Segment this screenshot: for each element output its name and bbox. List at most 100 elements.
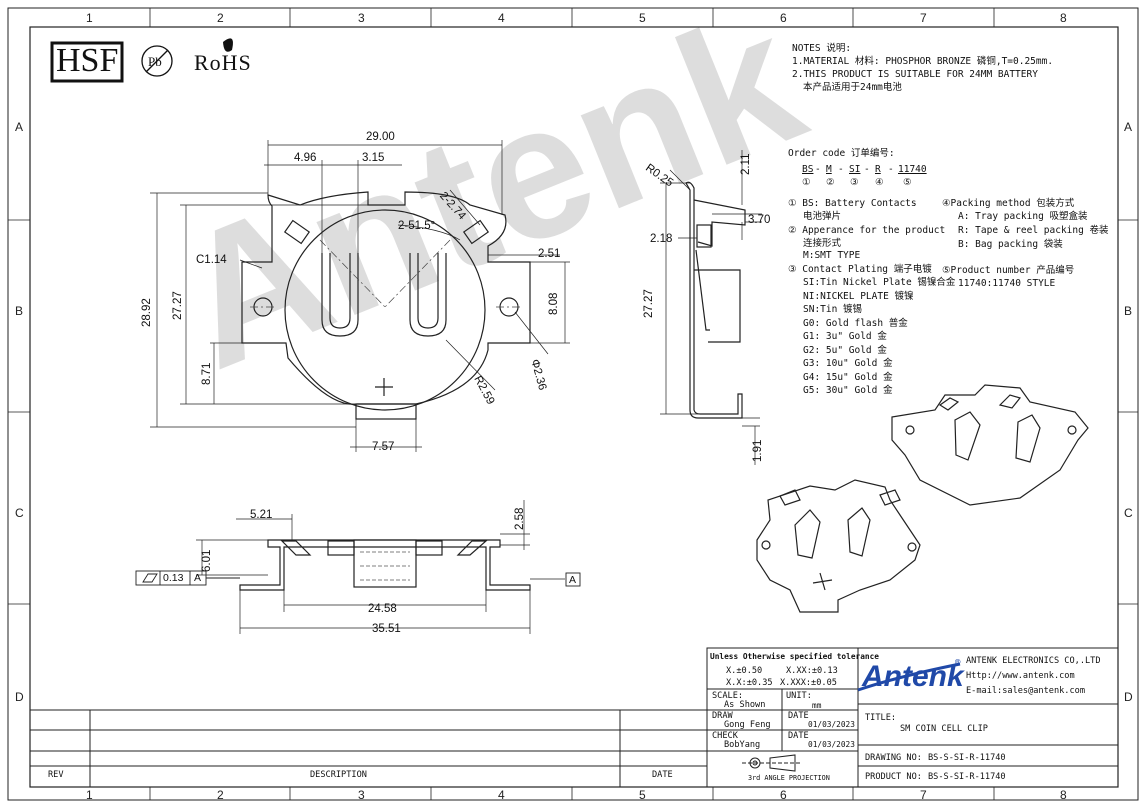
code-desc-left-5: ③ Contact Plating 端子电镀 [788,264,932,275]
grid-col-4: 4 [498,11,505,25]
projection-label: 3rd ANGLE PROJECTION [748,774,830,782]
grid-row-c-right: C [1124,506,1133,520]
pb-free-icon: Pb [148,54,162,69]
hsf-logo: HSF [56,42,119,79]
code-desc-left-1: 电池弹片 [803,211,842,222]
order-marker-1: ① [802,177,811,188]
dim-2-58: 2.58 [514,507,526,530]
unit-label: UNIT: [786,691,812,701]
notes-header: NOTES 说明: [792,43,852,54]
grid-col-7-bottom: 7 [920,788,927,802]
grid-row-d-right: D [1124,690,1133,704]
dim-top-width: 29.00 [366,131,395,143]
code-desc-left-0: ① BS: Battery Contacts [788,198,917,209]
check-label: CHECK [712,731,738,741]
grid-col-5: 5 [639,11,646,25]
dim-2-51: 2.51 [538,248,561,260]
dim-24-58: 24.58 [368,603,397,615]
grid-col-3: 3 [358,11,365,25]
flatness-datum: A [194,572,202,584]
dim-35-51: 35.51 [372,623,401,635]
grid-row-c: C [15,506,24,520]
dim-3-70: 3.70 [748,214,771,226]
code-desc-right-1: A: Tray packing 吸塑盒装 [958,211,1088,222]
grid-col-4-bottom: 4 [498,788,505,802]
draw-date: 01/03/2023 [808,720,855,729]
code-desc-left-12: G3: 10u" Gold 金 [803,358,893,369]
order-marker-2: ② [826,177,835,188]
draw-label: DRAW [712,711,733,721]
code-desc-left-2: ② Apperance for the product [788,225,946,236]
dim-4-96: 4.96 [294,152,317,164]
order-part-si: SI [849,164,861,175]
registered-icon: ® [955,658,961,668]
rohs-logo: RoHS [194,50,252,75]
code-desc-right-0: ④Packing method 包装方式 [942,198,1075,209]
code-desc-left-10: G1: 3u" Gold 金 [803,331,887,342]
dim-side-27-27: 27.27 [643,289,655,318]
code-desc-left-9: G0: Gold flash 普金 [803,318,908,329]
title-label: TITLE: [865,713,897,723]
grid-col-1-bottom: 1 [86,788,93,802]
tolerance-xxx2: X.XX:±0.13 [786,666,838,676]
tolerance-title: Unless Otherwise specified tolerance [710,652,879,661]
company-web: Http://www.antenk.com [966,671,1075,681]
draw-date-label: DATE [788,711,809,721]
code-desc-right-2: R: Tape & reel packing 卷装 [958,225,1109,236]
description-header: DESCRIPTION [310,770,367,780]
code-desc-right-3: B: Bag packing 袋装 [958,239,1063,250]
order-part-m: M [826,164,832,175]
notes-line-1: 1.MATERIAL 材料: PHOSPHOR BRONZE 磷铜,T=0.25… [792,56,1054,67]
dim-c1-14: C1.14 [196,254,227,266]
grid-col-6: 6 [780,11,787,25]
code-desc-left-7: NI:NICKEL PLATE 镀镍 [803,291,914,302]
company-name: ANTENK ELECTRONICS CO,.LTD [966,656,1101,666]
product-no-label: PRODUCT NO: [865,772,922,782]
dim-8-71: 8.71 [201,362,213,385]
notes-line-3: 本产品适用于24mm电池 [803,82,902,93]
code-desc-left-14: G5: 30u" Gold 金 [803,385,893,396]
dim-height-27-27: 27.27 [172,291,184,320]
grid-row-a: A [15,120,24,134]
drawing-no: BS-S-SI-R-11740 [928,753,1006,763]
check-date: 01/03/2023 [808,740,855,749]
code-desc-left-3: 连接形式 [803,238,842,249]
tolerance-x1: X.X:±0.35 [726,678,773,688]
title-value: SM COIN CELL CLIP [900,724,988,734]
dim-height-28-92: 28.92 [141,298,153,327]
grid-row-b-right: B [1124,304,1133,318]
code-desc-left-13: G4: 15u" Gold 金 [803,372,893,383]
code-desc-left-4: M:SMT TYPE [803,250,861,261]
grid-row-a-right: A [1124,120,1133,134]
grid-col-8: 8 [1060,11,1067,25]
notes-line-2: 2.THIS PRODUCT IS SUITABLE FOR 24MM BATT… [792,69,1038,80]
dim-angle-51-5: 2-51.5° [398,220,436,232]
grid-col-6-bottom: 6 [780,788,787,802]
check-value: BobYang [724,740,761,750]
scale-value: As Shown [724,700,766,710]
dim-1-91: 1.91 [752,439,764,462]
code-desc-right-4: ⑤Product number 产品编号 [942,265,1075,276]
dim-5-21: 5.21 [250,509,273,521]
grid-col-2: 2 [217,11,224,25]
tolerance-xxx3: X.XXX:±0.05 [780,678,837,688]
order-part-r: R [875,164,881,175]
antenk-logo: Antenk [862,660,964,693]
date-header: DATE [652,770,673,780]
company-email: E-mail:sales@antenk.com [966,686,1085,696]
code-desc-left-6: SI:Tin Nickel Plate 锡镍合金 [803,277,956,288]
grid-col-2-bottom: 2 [217,788,224,802]
scale-label: SCALE: [712,691,744,701]
dim-3-15: 3.15 [362,152,385,164]
order-code-title: Order code 订单编号: [788,148,895,159]
flatness-value: 0.13 [163,572,184,584]
rev-header: REV [48,770,64,780]
grid-col-8-bottom: 8 [1060,788,1067,802]
order-part-bs: BS [802,164,814,175]
code-desc-left-11: G2: 5u" Gold 金 [803,345,887,356]
tolerance-x: X.±0.50 [726,666,763,676]
draw-value: Gong Feng [724,720,771,730]
code-desc-right-5: 11740:11740 STYLE [958,278,1056,289]
